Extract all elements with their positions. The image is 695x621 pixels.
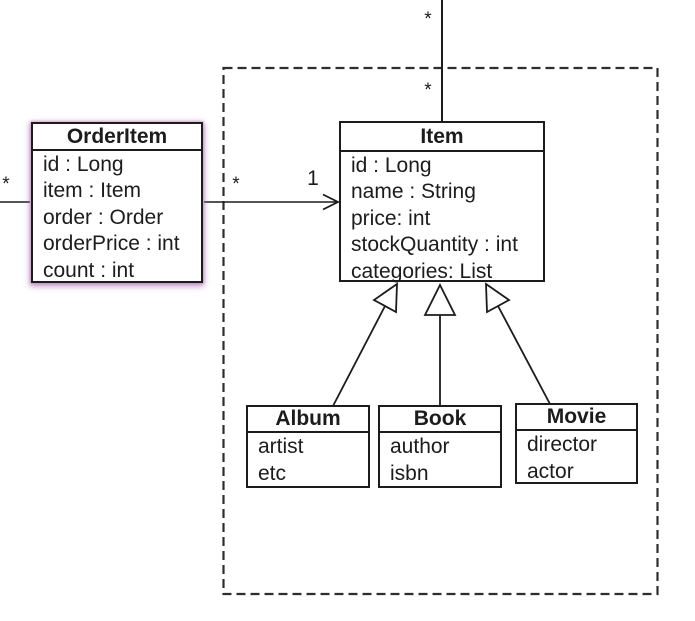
class-attribute: name : String [351, 180, 476, 204]
class-attribute: etc [258, 461, 287, 485]
class-attribute: id : Long [43, 153, 124, 176]
class-box-book[interactable]: Book author isbn [378, 405, 502, 488]
class-attribute: isbn [390, 461, 429, 485]
movie-generalization-line [497, 305, 551, 405]
class-attribute: item : Item [43, 179, 142, 203]
class-attribute: director [527, 433, 598, 456]
class-title: Book [380, 407, 500, 433]
multiplicity-label-category-inner: * [424, 80, 432, 101]
class-attribute: stockQuantity : int [351, 233, 518, 257]
album-generalization-triangle-icon [372, 282, 398, 314]
movie-generalization-triangle-icon [485, 282, 511, 314]
class-attributes: author isbn [380, 433, 500, 487]
multiplicity-label-item-side: 1 [307, 167, 319, 190]
class-attributes: director actor [517, 431, 636, 485]
class-box-orderitem[interactable]: OrderItem id : Long item : Item order : … [31, 122, 203, 283]
class-title: Movie [517, 405, 636, 431]
association-arrowhead-icon [322, 193, 341, 211]
class-title: OrderItem [33, 124, 201, 151]
album-generalization-line [332, 305, 386, 407]
class-attribute: price: int [351, 206, 431, 230]
class-attribute: artist [258, 435, 304, 458]
multiplicity-label-category-top: * [424, 9, 432, 30]
class-attributes: id : Long item : Item order : Order orde… [33, 151, 201, 284]
class-attributes: id : Long name : String price: int stock… [341, 152, 543, 285]
class-attribute: author [390, 435, 450, 458]
class-attribute: id : Long [351, 154, 432, 177]
class-attribute: orderPrice : int [43, 232, 180, 256]
class-box-movie[interactable]: Movie director actor [515, 403, 638, 484]
class-title: Item [341, 123, 543, 152]
class-attributes: artist etc [248, 433, 368, 487]
aggregate-boundary-dashed-box [222, 66, 659, 596]
multiplicity-label-orderitem-side: * [232, 174, 240, 195]
class-box-item[interactable]: Item id : Long name : String price: int … [339, 121, 545, 285]
class-title: Album [248, 407, 368, 433]
multiplicity-label-order-side: * [2, 174, 10, 195]
book-generalization-triangle-icon [423, 282, 457, 316]
class-attribute: order : Order [43, 205, 164, 229]
class-box-album[interactable]: Album artist etc [246, 405, 370, 488]
class-attribute: categories: List [351, 259, 493, 283]
class-attribute: count : int [43, 258, 135, 282]
class-attribute: actor [527, 459, 574, 483]
